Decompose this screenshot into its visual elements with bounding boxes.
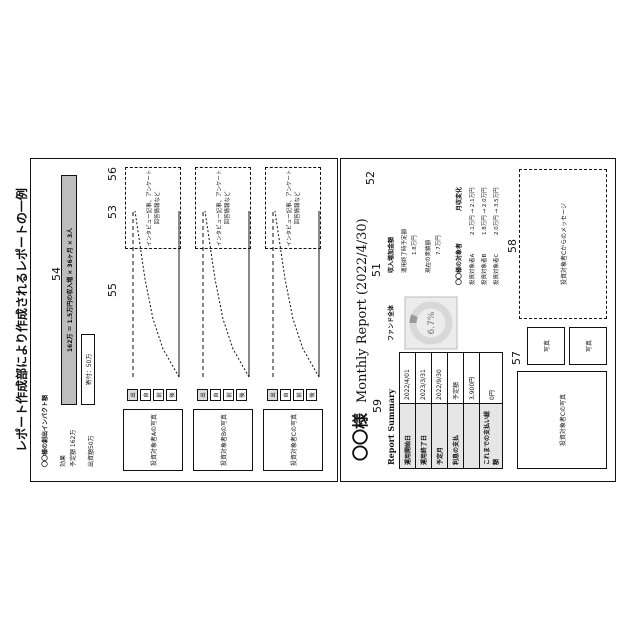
- table-row: 運用開始日2022/4/01: [400, 353, 416, 469]
- ref-56: 56: [107, 167, 118, 181]
- income-planned-label: 運用終了時予定額: [403, 229, 409, 273]
- legend-mark: 後: [306, 389, 317, 401]
- investor-row-name: 投資対象者A: [471, 254, 477, 285]
- ref-58: 58: [507, 239, 518, 253]
- fund-gauge: 6.7%: [401, 293, 461, 353]
- investor-row-change: 2.1万円 → 2.1万円: [471, 187, 477, 235]
- ref-53: 53: [107, 205, 118, 219]
- interview-box: インタビュー記事、アンケート回答情報など: [195, 167, 251, 249]
- monthly-report-page: 〇〇様 Monthly Report (2022/4/30) 59 Report…: [340, 158, 616, 482]
- figure-caption: レポート作成部により作成されるレポートの一例: [16, 0, 28, 640]
- impact-header: 〇〇様の創出インパクト額: [43, 395, 49, 467]
- interview-label: インタビュー記事、アンケート回答情報など: [145, 168, 161, 248]
- impact-bar: 162万 ＝ 1.5万円の収入増 × 36ヶ月 × 3人: [61, 175, 77, 405]
- investors-change-heading: 月収変化: [457, 187, 463, 211]
- outlay-bar: 寄付：50万: [81, 334, 95, 405]
- legend-marks: 出自前後: [197, 385, 249, 401]
- investor-c-message: 投資対象者Cからのメッセージ: [519, 169, 607, 319]
- interview-label: インタビュー記事、アンケート回答情報など: [285, 168, 301, 248]
- legend-mark: 出: [197, 389, 208, 401]
- investor-photo: 投資対象者Bの写真: [193, 409, 253, 471]
- investor-photo: 投資対象者Cの写真: [263, 409, 323, 471]
- table-row: 利息の支払予定額: [448, 353, 464, 469]
- legend-mark: 自: [140, 389, 151, 401]
- legend-marks: 出自前後: [127, 385, 179, 401]
- legend-mark: 前: [293, 389, 304, 401]
- interview-box: インタビュー記事、アンケート回答情報など: [265, 167, 321, 249]
- table-row: 予定月2022/9/30: [432, 353, 448, 469]
- summary-table: 運用開始日2022/4/01 運用終了日2023/3/31 予定月2022/9/…: [399, 352, 503, 469]
- photo-thumbnail: 写真: [527, 327, 565, 365]
- legend-mark: 自: [280, 389, 291, 401]
- table-row: 運用終了日2023/3/31: [416, 353, 432, 469]
- investor-impact-row: 投資対象者Cの写真 出自前後 インタビュー記事、アンケート回答情報など: [263, 167, 323, 471]
- investor-row-name: 投資対象者B: [483, 254, 489, 285]
- ref-55: 55: [107, 283, 118, 297]
- effect-label: 効果: [61, 455, 67, 467]
- income-current-label: 現在の実績額: [427, 240, 433, 273]
- legend-mark: 出: [267, 389, 278, 401]
- income-heading: 収入増加金額: [389, 237, 395, 273]
- table-row: これまでの支払い総額0円: [480, 353, 503, 469]
- legend-mark: 後: [166, 389, 177, 401]
- investor-row-change: 1.8万円 → 2.0万円: [483, 187, 489, 235]
- investor-impact-row: 投資対象者Aの写真 出自前後 インタビュー記事、アンケート回答情報など: [123, 167, 183, 471]
- impact-report-page: 〇〇様の創出インパクト額 54 効果 予定額 162万 出資額50万 162万 …: [30, 158, 338, 482]
- legend-mark: 出: [127, 389, 138, 401]
- fund-label: ファンド全体: [389, 305, 395, 341]
- recipient-name: 〇〇様: [353, 413, 369, 461]
- ref-59: 59: [372, 399, 383, 413]
- table-row: 3,900円: [464, 353, 480, 469]
- investor-photo-label: 投資対象者Bの写真: [219, 414, 228, 466]
- ref-57: 57: [511, 351, 522, 365]
- investor-impact-row: 投資対象者Bの写真 出自前後 インタビュー記事、アンケート回答情報など: [193, 167, 253, 471]
- ref-51: 51: [371, 263, 382, 277]
- investors-heading: 〇〇様の対象者: [457, 243, 463, 285]
- investor-photo-label: 投資対象者Aの写真: [149, 414, 158, 466]
- outlay-label: 出資額50万: [89, 435, 95, 467]
- report-title: Monthly Report (2022/4/30): [356, 218, 369, 403]
- interview-label: インタビュー記事、アンケート回答情報など: [215, 168, 231, 248]
- investor-c-main-photo: 投資対象者Cの写真: [517, 371, 607, 469]
- legend-marks: 出自前後: [267, 385, 319, 401]
- photo-thumbnail: 写真: [569, 327, 607, 365]
- legend-mark: 後: [236, 389, 247, 401]
- income-planned-value: 1.8万円: [413, 235, 419, 255]
- ref-52: 52: [365, 171, 376, 185]
- legend-mark: 自: [210, 389, 221, 401]
- investor-row-change: 2.0万円 → 3.5万円: [495, 187, 501, 235]
- summary-heading: Report Summary: [387, 389, 395, 465]
- interview-box: インタビュー記事、アンケート回答情報など: [125, 167, 181, 249]
- legend-mark: 前: [223, 389, 234, 401]
- investor-row-name: 投資対象者C: [495, 254, 501, 285]
- income-current-value: 7.7万円: [437, 235, 443, 255]
- investor-photo-label: 投資対象者Cの写真: [289, 414, 298, 466]
- investor-photo: 投資対象者Aの写真: [123, 409, 183, 471]
- effect-value: 予定額 162万: [71, 430, 77, 467]
- legend-mark: 前: [153, 389, 164, 401]
- gauge-value: 6.7%: [427, 311, 437, 334]
